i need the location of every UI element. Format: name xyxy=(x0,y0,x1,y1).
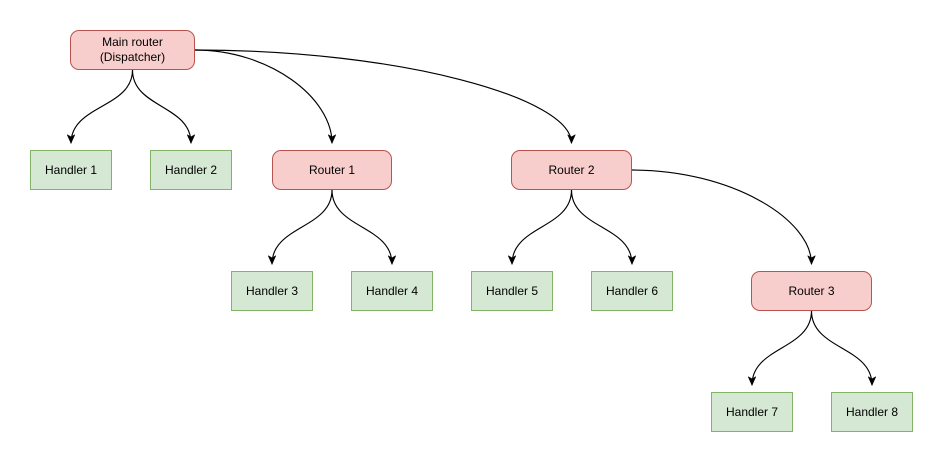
edge-main-router-to-handler-2 xyxy=(131,69,192,143)
node-handler-5[interactable]: Handler 5 xyxy=(471,271,553,311)
node-label-handler-1: Handler 1 xyxy=(44,162,98,177)
node-handler-6[interactable]: Handler 6 xyxy=(591,271,673,311)
node-handler-3[interactable]: Handler 3 xyxy=(231,271,313,311)
node-handler-2[interactable]: Handler 2 xyxy=(150,150,232,190)
node-label-router-3: Router 3 xyxy=(788,283,835,298)
node-label-handler-6: Handler 6 xyxy=(605,283,659,298)
edge-paths xyxy=(71,49,873,385)
node-handler-4[interactable]: Handler 4 xyxy=(351,271,433,311)
node-label-handler-5: Handler 5 xyxy=(485,283,539,298)
node-router-1[interactable]: Router 1 xyxy=(272,150,392,190)
edge-router-3-to-handler-8 xyxy=(810,310,873,385)
edge-main-router-to-handler-1 xyxy=(71,69,134,143)
edge-router-2-to-handler-6 xyxy=(570,189,633,264)
edge-router-3-to-handler-7 xyxy=(752,310,813,385)
node-router-3[interactable]: Router 3 xyxy=(751,271,872,311)
node-label-router-1: Router 1 xyxy=(308,162,356,177)
node-label-handler-3: Handler 3 xyxy=(245,283,299,298)
edge-router-2-to-router-3 xyxy=(631,169,812,264)
node-main-router[interactable]: Main router (Dispatcher) xyxy=(70,30,195,70)
edge-router-2-to-handler-5 xyxy=(512,189,573,264)
edge-main-router-to-router-2 xyxy=(194,49,572,143)
node-label-handler-2: Handler 2 xyxy=(164,162,218,177)
node-handler-8[interactable]: Handler 8 xyxy=(831,392,913,432)
node-label-handler-8: Handler 8 xyxy=(845,404,899,419)
node-label-main-router: Main router (Dispatcher) xyxy=(99,35,166,64)
node-label-handler-7: Handler 7 xyxy=(725,404,779,419)
node-handler-1[interactable]: Handler 1 xyxy=(30,150,112,190)
node-handler-7[interactable]: Handler 7 xyxy=(711,392,793,432)
node-label-router-2: Router 2 xyxy=(548,162,595,177)
edge-main-router-to-router-1 xyxy=(194,49,332,143)
edge-router-1-to-handler-3 xyxy=(272,189,333,264)
edge-router-1-to-handler-4 xyxy=(331,189,392,264)
node-label-handler-4: Handler 4 xyxy=(365,283,419,298)
node-router-2[interactable]: Router 2 xyxy=(511,150,632,190)
